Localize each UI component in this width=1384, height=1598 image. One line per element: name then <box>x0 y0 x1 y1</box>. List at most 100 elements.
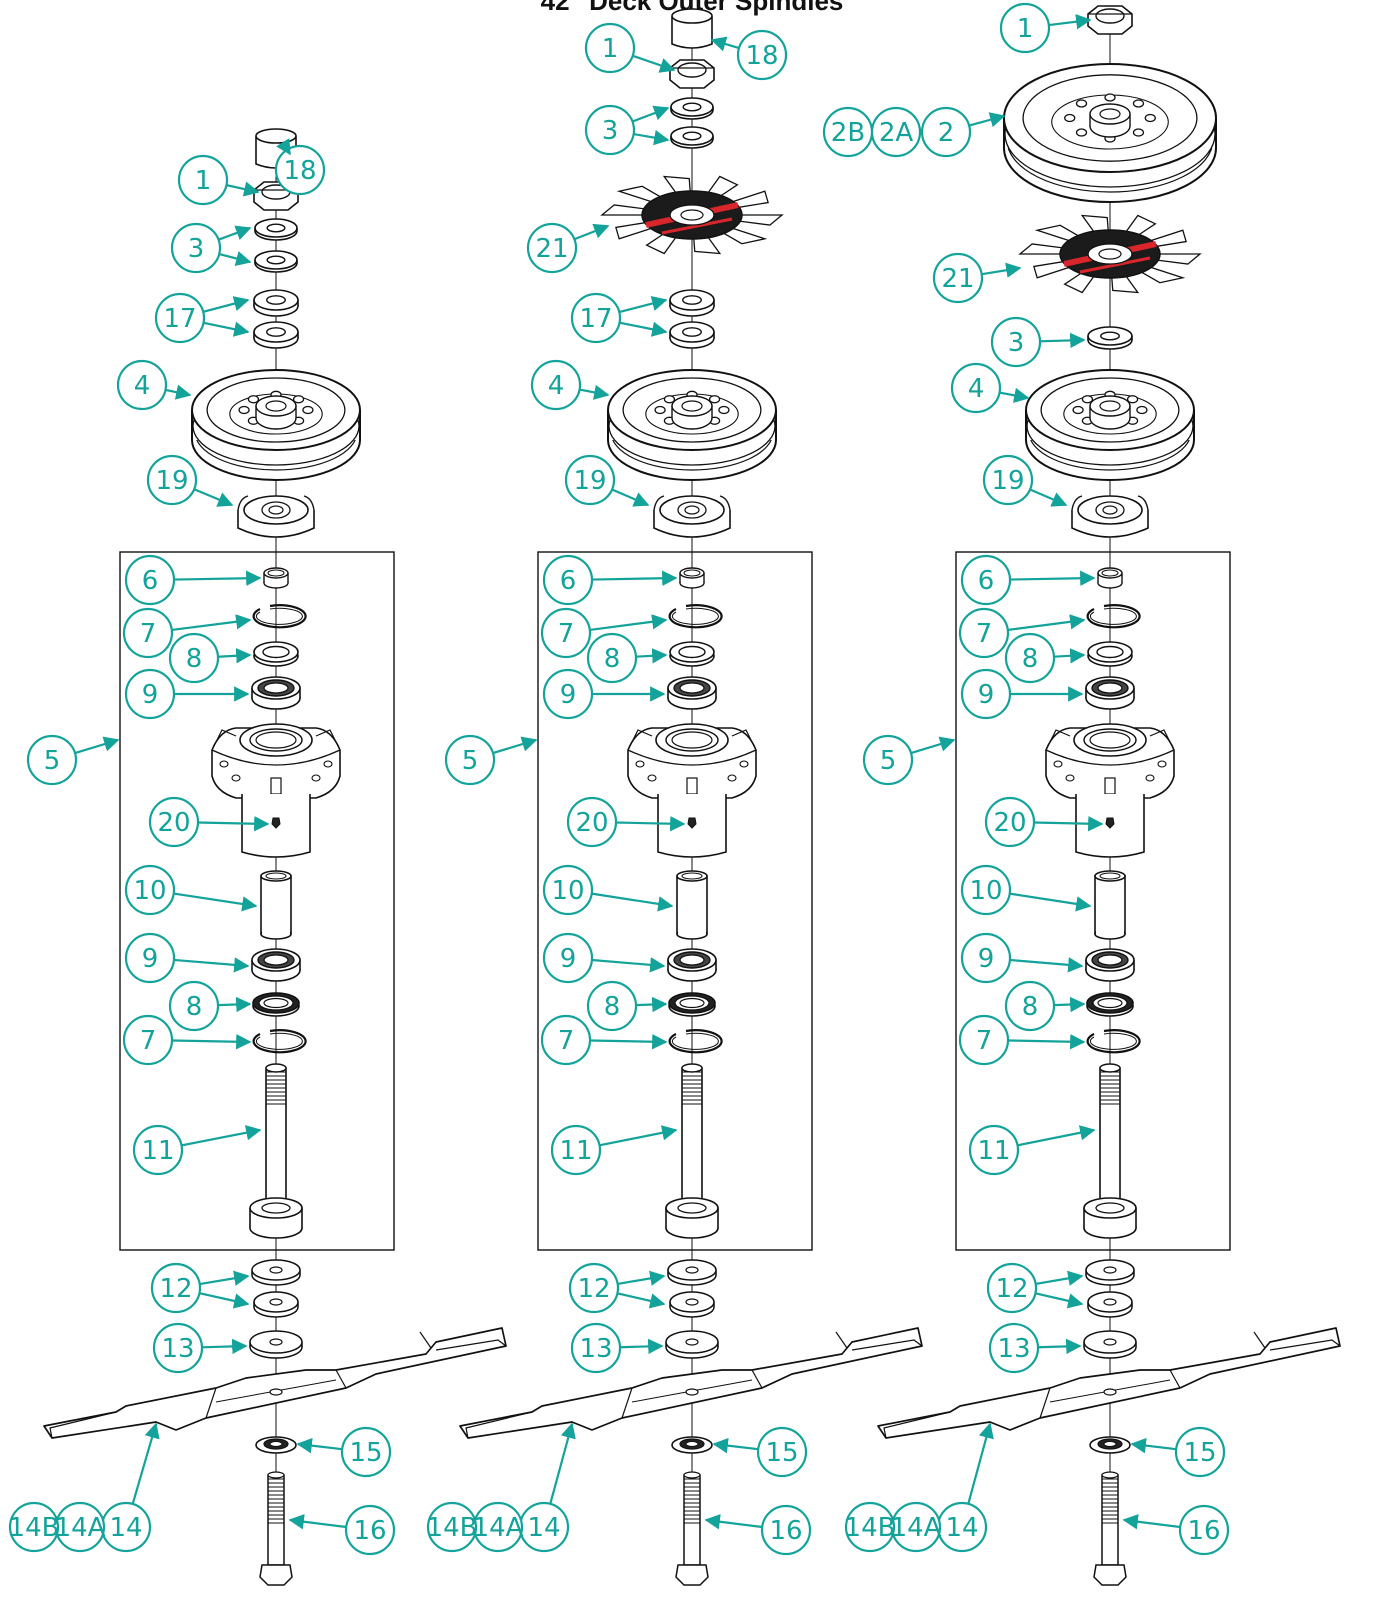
svg-text:6: 6 <box>978 566 995 596</box>
callout-seal-top: 19 <box>982 454 1068 507</box>
callout-seal-upper: 8 <box>1004 632 1086 684</box>
callout-washers-lower: 12 <box>150 1262 250 1314</box>
flat-washer <box>667 1259 717 1286</box>
svg-text:4: 4 <box>968 374 985 404</box>
cup-washer <box>1089 1436 1131 1454</box>
callout-fan: 21 <box>526 222 610 274</box>
snap-ring <box>1086 1029 1141 1054</box>
callout-sleeve: 10 <box>124 864 258 916</box>
callout-seal-lower: 8 <box>168 980 252 1032</box>
callout-nut: 1 <box>584 22 676 74</box>
bushing <box>1097 567 1123 589</box>
callout-sleeve: 10 <box>542 864 674 916</box>
callout-blade-a: 14A <box>55 1501 106 1553</box>
seal-upper <box>253 641 299 667</box>
callout-blade-b: 14B <box>427 1501 477 1553</box>
callout-washers-lower: 12 <box>986 1262 1084 1314</box>
svg-text:8: 8 <box>186 644 203 674</box>
callout-cap: 18 <box>274 138 326 196</box>
callout-seal-lower: 8 <box>586 980 668 1032</box>
seal <box>668 992 716 1017</box>
housing-assembly-box <box>955 551 1231 1251</box>
svg-text:7: 7 <box>140 619 157 649</box>
callout-fan: 21 <box>932 252 1022 304</box>
flat-washer <box>1087 1291 1133 1318</box>
snap-ring <box>668 604 723 629</box>
spindle-shaft <box>249 1063 303 1239</box>
svg-text:20: 20 <box>993 808 1026 838</box>
svg-text:16: 16 <box>1187 1516 1220 1546</box>
callout-housing: 5 <box>26 734 120 786</box>
svg-text:19: 19 <box>155 466 188 496</box>
callout-spacer: 17 <box>154 292 250 344</box>
svg-text:9: 9 <box>560 944 577 974</box>
svg-text:10: 10 <box>133 876 166 906</box>
callout-bearing-top: 9 <box>542 668 666 720</box>
callout-bearing-bottom: 9 <box>960 932 1084 984</box>
svg-text:12: 12 <box>577 1274 610 1304</box>
svg-text:15: 15 <box>765 1438 798 1468</box>
spindle-shaft <box>1083 1063 1137 1239</box>
svg-text:19: 19 <box>991 466 1024 496</box>
hub-washer <box>249 1330 303 1359</box>
callout-ring-top: 7 <box>122 607 252 659</box>
callout-blade-b: 14B <box>9 1501 59 1553</box>
callout-seal-lower: 8 <box>1004 980 1086 1032</box>
callout-pulley: 4 <box>950 362 1030 414</box>
bushing <box>679 567 705 589</box>
svg-text:14B: 14B <box>845 1513 896 1543</box>
callout-big-pulley: 2 <box>920 106 1006 158</box>
svg-text:4: 4 <box>134 371 151 401</box>
svg-text:12: 12 <box>159 1274 192 1304</box>
svg-text:1: 1 <box>195 166 212 196</box>
svg-text:7: 7 <box>558 619 575 649</box>
svg-text:7: 7 <box>976 1026 993 1056</box>
svg-text:9: 9 <box>978 944 995 974</box>
callout-shaft: 11 <box>132 1124 262 1176</box>
flat-washer <box>253 1291 299 1318</box>
washer <box>670 97 714 120</box>
dust-cap <box>671 8 713 49</box>
blade-bolt <box>1093 1471 1127 1586</box>
v-pulley <box>607 369 777 481</box>
svg-text:14: 14 <box>527 1513 560 1543</box>
bearing-upper <box>251 676 301 710</box>
spindle-housing <box>211 723 341 858</box>
v-pulley <box>191 369 361 481</box>
svg-text:21: 21 <box>941 264 974 294</box>
svg-text:3: 3 <box>188 234 205 264</box>
svg-text:14A: 14A <box>891 1513 942 1543</box>
spindle-shaft <box>665 1063 719 1239</box>
callout-ring-top: 7 <box>958 607 1086 659</box>
spacer <box>669 289 715 317</box>
callout-housing: 5 <box>862 734 956 786</box>
callout-shaft: 11 <box>968 1124 1096 1176</box>
sleeve <box>1094 870 1126 940</box>
mower-blade <box>459 1327 923 1439</box>
blade-bolt <box>675 1471 709 1586</box>
seal <box>1086 992 1134 1017</box>
washer <box>1087 326 1133 350</box>
spacer <box>669 321 715 349</box>
bearing-lower <box>251 948 301 982</box>
sleeve <box>260 870 292 940</box>
callout-washer: 3 <box>584 104 670 156</box>
cooling-fan <box>600 175 784 255</box>
callout-seal-top: 19 <box>564 454 650 507</box>
svg-text:10: 10 <box>969 876 1002 906</box>
callout-ring-bottom: 7 <box>540 1014 668 1066</box>
svg-text:9: 9 <box>142 944 159 974</box>
snap-ring <box>1086 604 1141 629</box>
housing-assembly-box <box>537 551 813 1251</box>
svg-text:9: 9 <box>978 680 995 710</box>
spacer <box>253 289 299 317</box>
callout-washer: 3 <box>990 316 1086 368</box>
svg-text:20: 20 <box>157 808 190 838</box>
seal-cup <box>237 495 315 538</box>
svg-text:17: 17 <box>163 304 196 334</box>
callout-bushing: 6 <box>542 554 678 606</box>
callout-big-pulley-b: 2B <box>822 106 874 158</box>
callout-seal-upper: 8 <box>168 632 252 684</box>
bearing-upper <box>667 676 717 710</box>
